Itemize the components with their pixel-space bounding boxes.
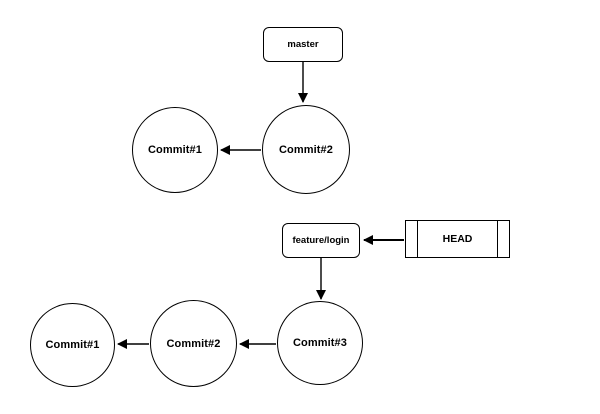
commit-label: Commit#2	[279, 143, 333, 156]
head-node: HEAD	[405, 220, 510, 258]
commit-node-bottom-1: Commit#1	[30, 303, 115, 387]
commit-label: Commit#1	[45, 339, 100, 351]
branch-label: master	[287, 39, 319, 50]
commit-label: Commit#2	[166, 337, 221, 350]
head-label: HEAD	[442, 233, 473, 245]
commit-node-top-2: Commit#2	[262, 105, 350, 194]
commit-label: Commit#1	[148, 144, 202, 156]
branch-node-master: master	[263, 27, 343, 62]
commit-node-top-1: Commit#1	[132, 107, 218, 193]
commit-node-bottom-2: Commit#2	[150, 300, 237, 387]
branch-label: feature/login	[292, 235, 350, 246]
branch-node-feature-login: feature/login	[282, 223, 360, 258]
head-box-inner-line-left	[417, 221, 418, 257]
head-box-inner-line-right	[497, 221, 498, 257]
commit-label: Commit#3	[293, 337, 347, 349]
commit-node-bottom-3: Commit#3	[277, 301, 363, 385]
